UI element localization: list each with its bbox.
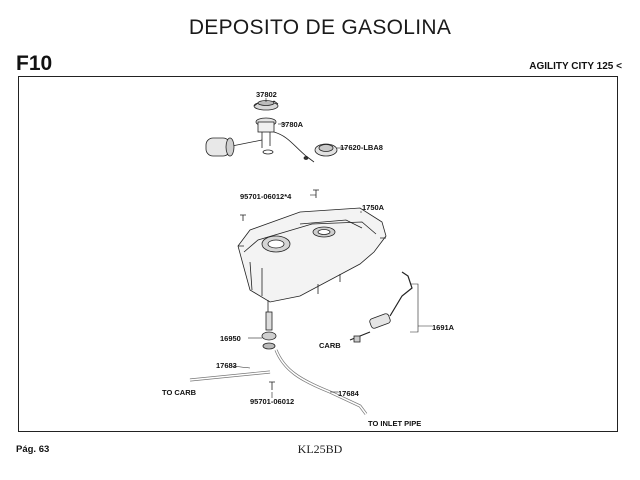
callout-17683: 17683 [216,361,237,370]
model-code: KL25BD [297,442,343,456]
callout-17620-LBA8: 17620-LBA8 [340,143,383,152]
callout-to-carb: TO CARB [162,388,197,397]
callout-1691A: 1691A [432,323,455,332]
fuel-cap-gasket-part [314,143,338,157]
callout-16950: 16950 [220,334,241,343]
diagram-frame [18,76,618,432]
page-title: DEPOSITO DE GASOLINA [188,16,452,39]
fuel-hose-17684-part [274,349,368,415]
fuel-filter-part [349,271,413,343]
fuel-tank-part [237,207,387,316]
callout-to-inlet-pipe: TO INLET PIPE [368,419,421,428]
fuel-valve-part [261,311,277,350]
callout-17684: 17684 [338,389,360,398]
model-label: AGILITY CITY 125 < [529,61,622,72]
callout-95701-06012-4: 95701-06012*4 [240,192,292,201]
callout-95701-06012: 95701-06012 [250,397,294,406]
callout-3780A: 3780A [281,120,304,129]
page-number: Pág. 63 [16,444,50,455]
fuel-hose-17683-part [189,370,275,390]
callout-1750A: 1750A [362,203,385,212]
fuel-sender-unit-part [231,117,315,163]
float-part [205,137,235,157]
section-code: F10 [16,52,53,75]
bolt-part [240,189,319,221]
callout-37802: 37802 [256,90,277,99]
callout-carb: CARB [319,341,341,350]
